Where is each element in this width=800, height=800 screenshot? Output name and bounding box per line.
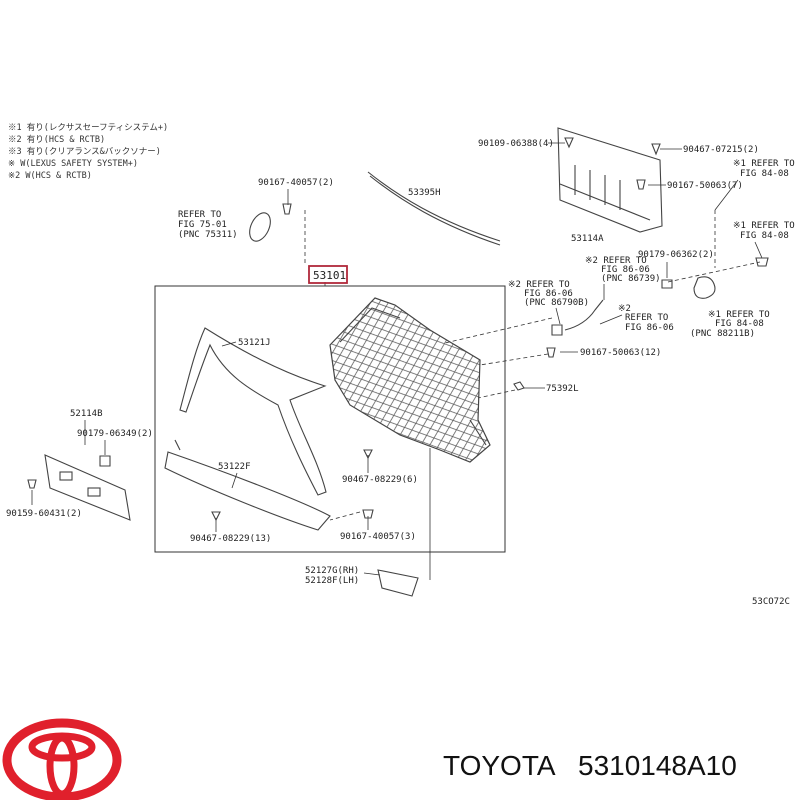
clip-icon [282,203,292,215]
label-53121J[interactable]: 53121J [238,338,271,348]
label-53114A[interactable]: 53114A [571,234,604,244]
label-52114B[interactable]: 52114B [70,409,103,419]
label-90167-40057-3[interactable]: 90167-40057(3) [340,532,416,542]
ref-84-08-c-line1[interactable]: ※1 REFER TO [708,310,770,320]
notes-block: ※1 有り(レクサスセーフティシステム+) ※2 有り(HCS & RCTB) … [8,122,168,181]
label-75392L[interactable]: 75392L [546,384,579,394]
label-90109[interactable]: 90109-06388(4) [478,139,554,149]
assembly-frame [154,285,506,553]
ref-84-08-c-line2[interactable]: FIG 84-08 [715,319,764,329]
ref-84-08-a-line1[interactable]: ※1 REFER TO [733,159,795,169]
plate-bracket-part [44,454,131,521]
label-90179-06362[interactable]: 90179-06362(2) [638,250,714,260]
diagram-code: 53CO72C [752,597,790,607]
note-5: ※2 W(HCS & RCTB) [8,171,92,181]
label-53395H[interactable]: 53395H [408,188,441,198]
note-1: ※1 有り(レクサスセーフティシステム+) [8,122,168,133]
note-2: ※2 有り(HCS & RCTB) [8,134,105,145]
camera-icon [551,324,563,336]
grille-mesh-part [329,297,491,463]
lower-molding-part [164,451,331,531]
main-part-highlight-box[interactable] [308,265,348,284]
ref-84-08-c-line3[interactable]: (PNC 88211B) [690,329,755,339]
grille-frame-part [179,327,327,496]
toyota-logo-icon [2,718,122,800]
ref-75-01-line1[interactable]: REFER TO [178,210,221,220]
side-bracket-part [377,569,419,597]
ref-86-06-c-line3[interactable]: FIG 86-06 [625,323,674,333]
label-90167-50063-7[interactable]: 90167-50063(7) [667,181,743,191]
ref-86-06-a-line3[interactable]: (PNC 86739) [601,274,661,284]
label-90159-60431[interactable]: 90159-60431(2) [6,509,82,519]
ref-86-06-c-line1[interactable]: ※2 [618,304,631,314]
ref-84-08-b-line2[interactable]: FIG 84-08 [740,231,789,241]
emblem-icon [249,212,271,242]
ref-86-06-c-line2[interactable]: REFER TO [625,313,668,323]
label-52128F[interactable]: 52128F(LH) [305,576,359,586]
ref-86-06-b-line1[interactable]: ※2 REFER TO [508,280,570,290]
ref-84-08-a-line2[interactable]: FIG 84-08 [740,169,789,179]
label-53122F[interactable]: 53122F [218,462,251,472]
ref-86-06-b-line2[interactable]: FIG 86-06 [524,289,573,299]
label-52127G[interactable]: 52127G(RH) [305,566,359,576]
footer-part-number: 5310148A10 [578,750,737,781]
upper-molding-part [369,175,501,246]
ref-86-06-a-line2[interactable]: FIG 86-06 [601,265,650,275]
note-4: ※ W(LEXUS SAFETY SYSTEM+) [8,159,138,169]
upper-cover-part [557,127,663,233]
label-90167-40057-2[interactable]: 90167-40057(2) [258,178,334,188]
ref-86-06-b-line3[interactable]: (PNC 86790B) [524,298,589,308]
label-90179-06349[interactable]: 90179-06349(2) [77,429,153,439]
label-90167-50063-12[interactable]: 90167-50063(12) [580,348,661,358]
ref-75-01-line3[interactable]: (PNC 75311) [178,230,238,240]
ref-75-01-line2[interactable]: FIG 75-01 [178,220,227,230]
label-90467-07215[interactable]: 90467-07215(2) [683,145,759,155]
note-3: ※3 有り(クリアランス&バックソナー) [8,146,161,157]
footer-brand: TOYOTA [443,750,556,781]
label-90467-08229-6[interactable]: 90467-08229(6) [342,475,418,485]
ref-86-06-a-line1[interactable]: ※2 REFER TO [585,256,647,266]
label-90467-08229-13[interactable]: 90467-08229(13) [190,534,271,544]
sensor-icon [693,276,716,299]
main-part-number[interactable]: 53101 [313,269,346,282]
ref-84-08-b-line1[interactable]: ※1 REFER TO [733,221,795,231]
